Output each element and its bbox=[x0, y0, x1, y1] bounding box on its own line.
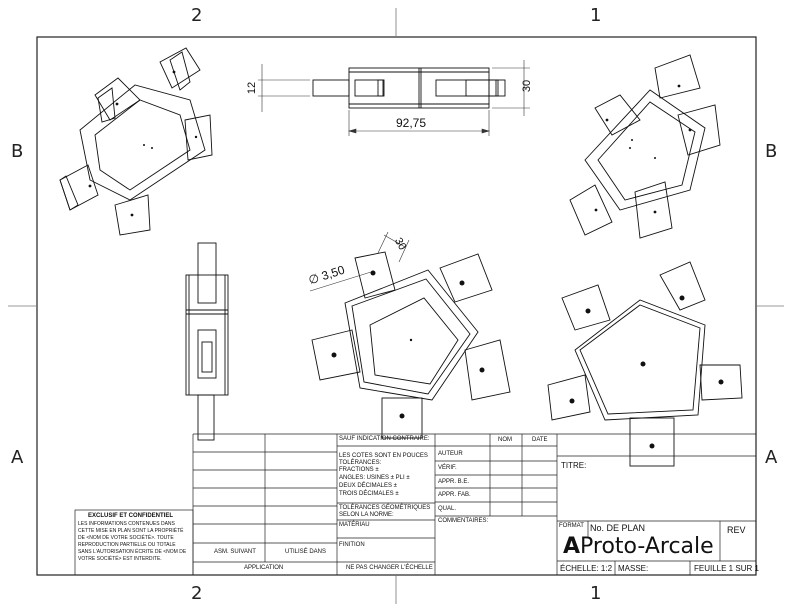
role-eng-approval: APPR. B.E. bbox=[438, 479, 470, 485]
title-label: TITRE: bbox=[561, 461, 587, 470]
bottom-view bbox=[547, 261, 743, 467]
tolerance-line-1: SAUF INDICATION CONTRAIRE: bbox=[339, 436, 430, 442]
front-view-holes bbox=[331, 270, 485, 419]
role-mfg-approval: APPR. FAB. bbox=[438, 492, 471, 498]
name-column-header: NOM bbox=[498, 437, 512, 443]
top-view bbox=[312, 67, 506, 109]
zone-label-left-a: A bbox=[11, 447, 24, 468]
zone-ticks bbox=[8, 8, 784, 604]
zone-label-bottom-1: 1 bbox=[590, 583, 602, 604]
drawing-name: Proto-Arcale bbox=[580, 534, 714, 559]
tolerance-line-2: LES COTES SONT EN POUCES bbox=[339, 453, 428, 459]
geo-tolerance-line-2: SELON LA NORME: bbox=[339, 512, 394, 518]
zone-label-top-1: 1 bbox=[590, 5, 602, 26]
tolerance-line-3: TOLÉRANCES: bbox=[339, 460, 382, 466]
zone-label-right-a: A bbox=[765, 447, 778, 468]
iso-view-1-holes bbox=[88, 70, 198, 217]
iso-view-2 bbox=[569, 54, 721, 239]
front-view bbox=[311, 251, 511, 439]
format-label: FORMAT bbox=[559, 523, 584, 529]
zone-label-bottom-2: 2 bbox=[191, 583, 203, 604]
geo-tolerance-line-1: TOLÉRANCES GÉOMÉTRIQUES bbox=[339, 505, 431, 511]
drawing-number-label: No. DE PLAN bbox=[590, 523, 646, 533]
revision-label: REV bbox=[727, 525, 746, 535]
bottom-view-holes bbox=[569, 295, 724, 449]
format-letter: A bbox=[563, 534, 581, 559]
iso-view-2-holes bbox=[594, 84, 692, 214]
no-scale-label: NE PAS CHANGER L'ÉCHELLE bbox=[346, 565, 433, 571]
role-author: AUTEUR bbox=[438, 451, 463, 457]
role-check: VÉRIF. bbox=[438, 465, 457, 471]
tolerance-line-5: ANGLES: USINES ± PLI ± bbox=[339, 475, 410, 481]
date-column-header: DATE bbox=[532, 437, 548, 443]
tolerance-line-6: DEUX DÉCIMALES ± bbox=[339, 483, 397, 489]
tolerance-line-4: FRACTIONS ± bbox=[339, 467, 379, 473]
dimension-92-75: 92,75 bbox=[396, 116, 427, 130]
zone-label-right-b: B bbox=[765, 141, 778, 162]
zone-label-top-2: 2 bbox=[191, 5, 203, 26]
confidential-text: LES INFORMATIONS CONTENUES DANS CETTE MI… bbox=[78, 521, 187, 562]
next-assembly-label: ASM. SUIVANT bbox=[214, 549, 256, 555]
sheet-number: FEUILLE 1 SUR 1 bbox=[694, 564, 759, 573]
tolerance-line-7: TROIS DÉCIMALES ± bbox=[339, 491, 399, 497]
scale-value: ÉCHELLE: 1:2 bbox=[560, 564, 613, 573]
confidential-title: EXCLUSIF ET CONFIDENTIEL bbox=[88, 513, 174, 519]
material-label: MATÉRIAU bbox=[339, 522, 370, 528]
dimension-12: 12 bbox=[246, 81, 259, 95]
dimension-30-top: 30 bbox=[521, 79, 534, 93]
mass-label: MASSE: bbox=[618, 564, 649, 573]
iso-view-1 bbox=[59, 47, 213, 236]
role-quality: QUAL. bbox=[438, 506, 457, 512]
used-on-label: UTILISÉ DANS bbox=[285, 549, 327, 555]
front-view-dimensions bbox=[309, 231, 410, 292]
top-view-dimensions bbox=[258, 60, 530, 136]
comments-label: COMMENTAIRES: bbox=[438, 518, 489, 524]
finish-label: FINITION bbox=[339, 542, 365, 548]
side-view bbox=[185, 242, 229, 441]
title-block-grid bbox=[74, 433, 756, 576]
application-label: APPLICATION bbox=[244, 565, 284, 571]
zone-label-left-b: B bbox=[11, 141, 24, 162]
